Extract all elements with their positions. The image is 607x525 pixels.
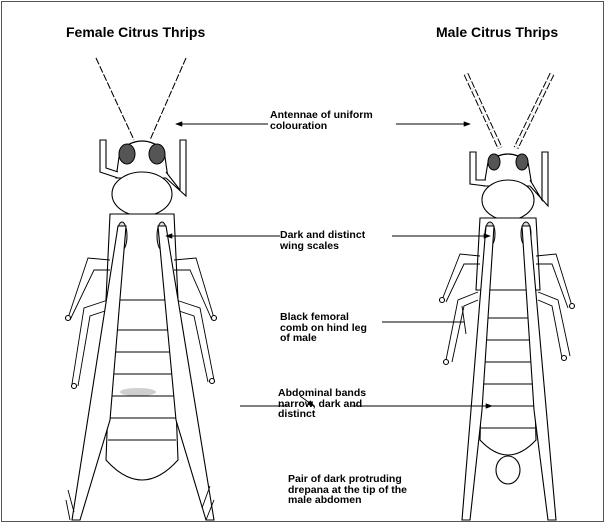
male-thrips (440, 74, 575, 520)
female-thrips (66, 58, 217, 520)
female-foreleg-left (100, 140, 118, 178)
label-drepana: Pair of dark protruding drepana at the t… (288, 474, 407, 506)
female-antennae (96, 58, 186, 140)
female-band-shade (120, 388, 156, 396)
male-femoral-comb (462, 306, 466, 334)
annotation-pointers (166, 124, 492, 406)
female-midleg-left (68, 258, 110, 320)
label-femoral-comb: Black femoral comb on hind leg of male (280, 312, 367, 344)
female-eye-right (149, 144, 165, 164)
male-foreleg-left (470, 152, 486, 186)
label-abdominal-bands: Abdominal bands narrow, dark and distinc… (278, 388, 366, 420)
female-prothorax (112, 172, 172, 216)
male-abdomen-tip (496, 456, 520, 484)
label-wing-scales: Dark and distinct wing scales (280, 230, 365, 251)
male-antennae (466, 74, 552, 148)
label-antennae: Antennae of uniform colouration (270, 110, 373, 131)
female-eye-left (119, 144, 135, 164)
male-prothorax (482, 180, 534, 220)
